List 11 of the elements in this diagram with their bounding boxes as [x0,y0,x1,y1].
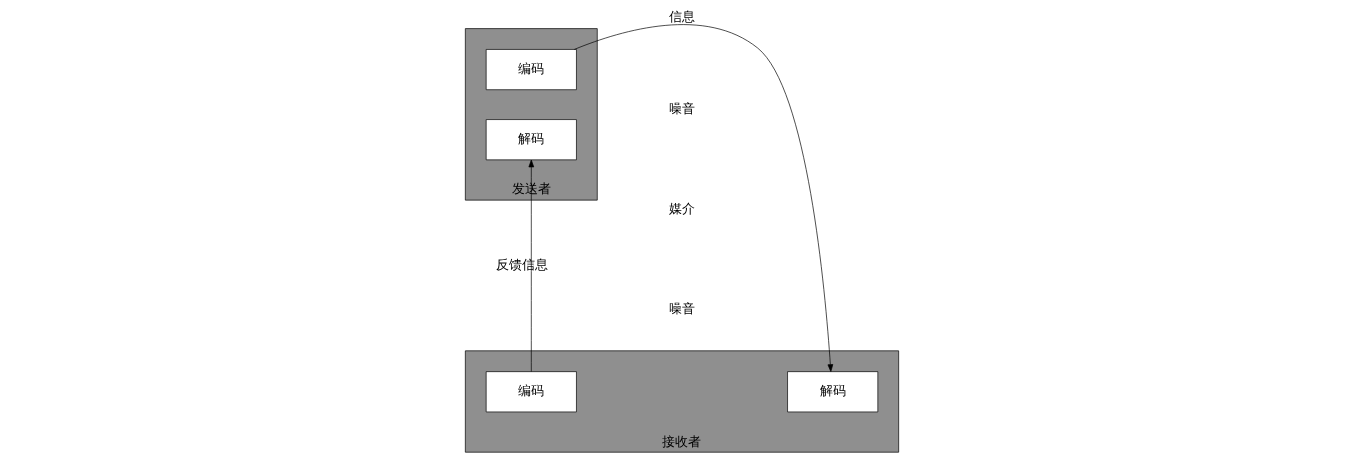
node-box: 编码 [485,371,577,413]
node-box: 编码 [485,49,577,91]
edge-label: 反馈信息 [495,256,548,272]
node-box: 解码 [485,119,577,161]
edge-label: 信息 [668,9,695,25]
arrow [528,159,534,372]
label: 噪音 [668,100,695,116]
node-box: 解码 [786,371,878,413]
label: 媒介 [668,200,695,216]
label: 噪音 [668,300,695,316]
arrow [573,24,833,372]
